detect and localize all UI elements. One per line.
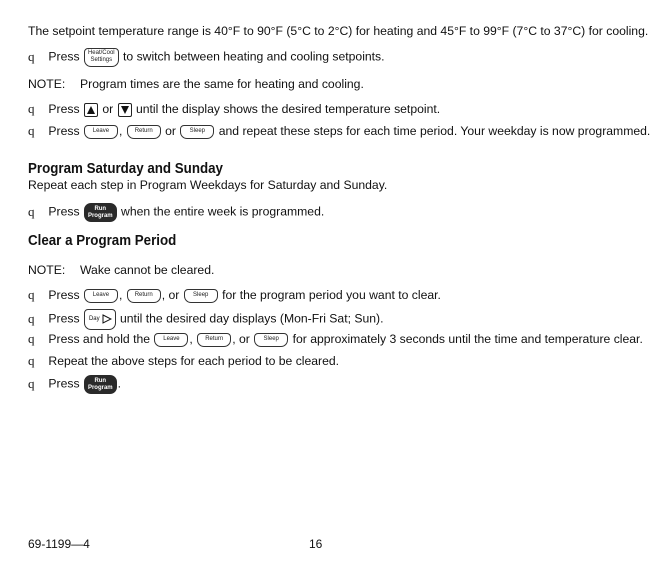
step-text: Press <box>48 49 80 64</box>
note-text: Wake cannot be cleared. <box>80 263 215 277</box>
separator: , <box>189 332 193 346</box>
document-number: 69-1199—4 <box>28 537 90 551</box>
section-title-saturday-sunday: Program Saturday and Sunday <box>28 161 223 177</box>
note-text: Program times are the same for heating a… <box>80 77 364 91</box>
down-arrow-key-icon <box>117 102 132 117</box>
step-text: Press <box>48 311 80 326</box>
up-arrow-key-icon <box>83 102 98 117</box>
separator: , <box>118 124 123 138</box>
step-text: for approximately 3 seconds until the ti… <box>292 332 643 346</box>
step-text: Press <box>48 102 80 116</box>
intro-text: The setpoint temperature range is 40°F t… <box>28 24 649 38</box>
step-text: Press <box>48 376 80 391</box>
play-icon <box>102 314 112 324</box>
bullet: q <box>28 375 35 391</box>
step-adjust-temperature: q Press or until the display shows the d… <box>28 101 440 117</box>
day-key-icon: Day <box>83 309 116 330</box>
return-key-icon: Return <box>126 125 161 139</box>
step-text: or <box>165 124 176 138</box>
sleep-key-icon: Sleep <box>183 289 218 303</box>
step-text: Repeat the above steps for each period t… <box>48 354 340 368</box>
step-text: for the program period you want to clear… <box>222 288 441 302</box>
section-title-clear-period: Clear a Program Period <box>28 233 177 249</box>
step-text: until the desired day displays (Mon-Fri … <box>120 311 384 326</box>
step-repeat-periods: q Press Leave, Return or Sleep and repea… <box>28 123 650 139</box>
step-text: when the entire week is programmed. <box>121 204 325 219</box>
page-number: 16 <box>309 537 323 551</box>
bullet: q <box>28 48 35 64</box>
step-text: Press <box>48 124 80 138</box>
step-text: and repeat these steps for each time per… <box>218 124 651 138</box>
return-key-icon: Return <box>126 289 161 303</box>
step-text: Press and hold the <box>48 332 151 346</box>
step-repeat-clear: q Repeat the above steps for each period… <box>28 353 339 369</box>
note-wake: NOTE: Wake cannot be cleared. <box>28 262 214 278</box>
bullet: q <box>28 101 35 116</box>
step-text: . <box>117 376 122 391</box>
note-label: NOTE: <box>28 77 66 91</box>
step-select-day: q Press Day until the desired day displa… <box>28 309 384 330</box>
bullet: q <box>28 331 35 346</box>
step-text: until the display shows the desired temp… <box>135 102 441 116</box>
leave-key-icon: Leave <box>83 289 118 303</box>
return-key-icon: Return <box>197 333 232 347</box>
leave-key-icon: Leave <box>83 125 118 139</box>
step-text: or <box>102 102 114 116</box>
separator: , <box>118 288 123 302</box>
bullet: q <box>28 310 35 326</box>
bullet: q <box>28 287 35 302</box>
sleep-key-icon: Sleep <box>180 125 215 139</box>
bullet: q <box>28 353 35 368</box>
step-text: , or <box>232 332 250 346</box>
note-program-times: NOTE: Program times are the same for heat… <box>28 76 364 92</box>
bullet: q <box>28 203 35 219</box>
leave-key-icon: Leave <box>154 333 189 347</box>
bullet: q <box>28 123 35 138</box>
note-label: NOTE: <box>28 263 66 277</box>
step-hold-clear: q Press and hold the Leave, Return, or S… <box>28 331 643 347</box>
step-select-period: q Press Leave, Return, or Sleep for the … <box>28 287 441 303</box>
step-text: Press <box>48 288 80 302</box>
sleep-key-icon: Sleep <box>254 333 289 347</box>
step-text: Press <box>48 204 80 219</box>
step-text: to switch between heating and cooling se… <box>123 49 385 64</box>
step-text: , or <box>161 288 180 302</box>
section-text-saturday-sunday: Repeat each step in Program Weekdays for… <box>28 178 388 192</box>
